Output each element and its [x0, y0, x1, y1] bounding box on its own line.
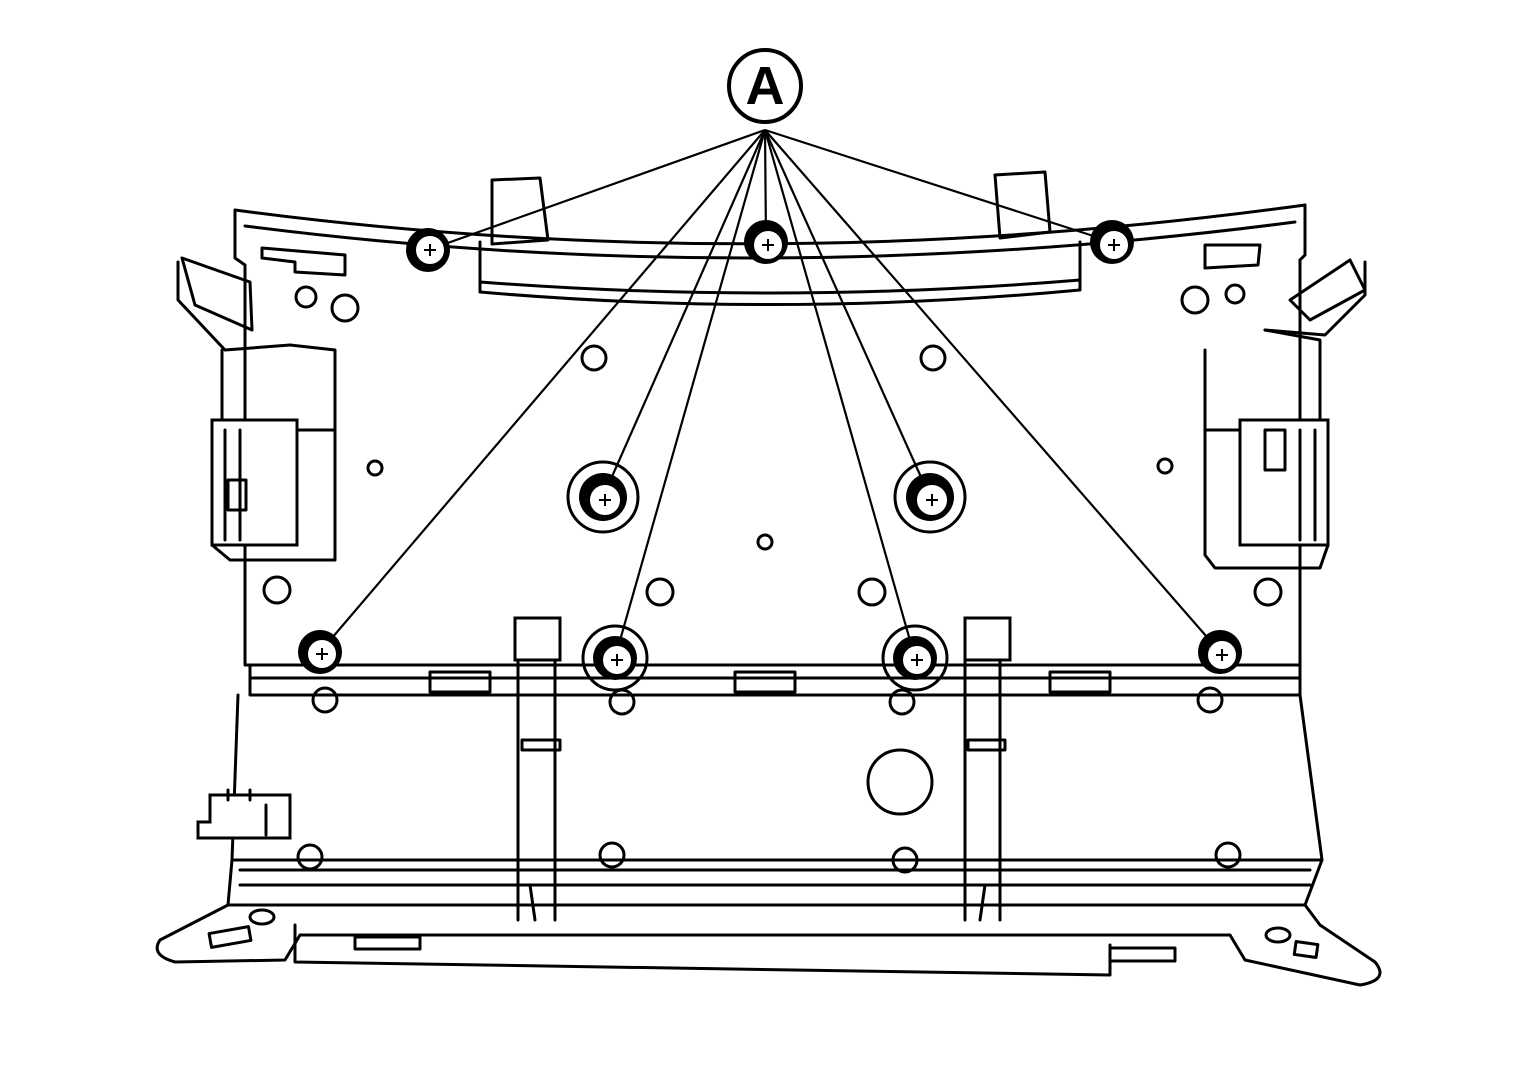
left-side-bracket	[176, 256, 337, 562]
bolt-top-right	[1090, 220, 1134, 264]
callout-a: A	[727, 48, 803, 124]
bolt-top-center	[744, 220, 788, 264]
callout-a-label: A	[746, 56, 785, 116]
bolt-bottom-far-left	[298, 630, 342, 674]
right-side-bracket	[1203, 258, 1367, 570]
leader-lines	[319, 128, 1221, 659]
panel-screws	[262, 283, 1283, 607]
callout-a-bolts	[298, 220, 1242, 692]
front-rail	[248, 663, 1302, 716]
bolt-top-left	[406, 228, 450, 272]
bolt-bottom-right	[881, 624, 949, 692]
lower-chassis	[196, 616, 1324, 922]
bolt-middle-right	[906, 473, 954, 521]
bottom-mounting-bracket	[155, 903, 1382, 987]
bolt-bottom-far-right	[1198, 630, 1242, 674]
bolt-bottom-left	[581, 624, 649, 692]
bolt-middle-left	[579, 473, 627, 521]
